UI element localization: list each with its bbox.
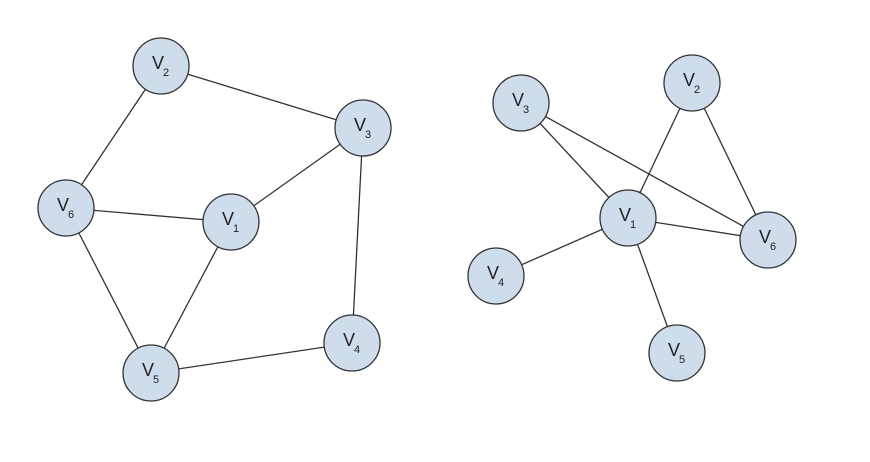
node-v5: V5 (122, 344, 180, 402)
node-circle (334, 99, 392, 157)
edge-v3-v6 (520, 102, 769, 241)
node-v4: V4 (323, 314, 381, 372)
node-v6: V6 (37, 179, 95, 237)
node-subscript: 4 (498, 277, 504, 289)
node-circle (37, 179, 95, 237)
node-subscript: 6 (770, 241, 776, 253)
node-label: V (683, 70, 695, 90)
node-circle (599, 189, 657, 247)
node-circle (132, 37, 190, 95)
node-label: V (222, 209, 234, 229)
node-label: V (57, 195, 69, 215)
node-v4: V4 (467, 247, 525, 305)
edge-v3-v4 (351, 127, 364, 344)
node-v5: V5 (648, 324, 706, 382)
node-circle (323, 314, 381, 372)
node-label: V (152, 53, 164, 73)
node-circle (492, 74, 550, 132)
node-label: V (487, 263, 499, 283)
node-v3: V3 (492, 74, 550, 132)
node-label: V (759, 227, 771, 247)
node-circle (663, 54, 721, 112)
node-v6: V6 (739, 211, 797, 269)
node-label: V (619, 205, 631, 225)
node-v1: V1 (599, 189, 657, 247)
node-label: V (668, 340, 680, 360)
node-circle (202, 193, 260, 251)
node-v3: V3 (334, 99, 392, 157)
edge-v2-v3 (160, 65, 364, 129)
node-label: V (343, 330, 355, 350)
edge-v5-v4 (150, 342, 353, 374)
node-subscript: 3 (365, 129, 371, 141)
node-label: V (354, 115, 366, 135)
node-v1: V1 (202, 193, 260, 251)
node-subscript: 5 (679, 354, 685, 366)
node-circle (739, 211, 797, 269)
node-circle (648, 324, 706, 382)
node-subscript: 6 (68, 209, 74, 221)
node-subscript: 2 (694, 84, 700, 96)
node-circle (467, 247, 525, 305)
node-subscript: 1 (233, 223, 239, 235)
node-subscript: 5 (153, 374, 159, 386)
edge-v6-v5 (65, 207, 152, 374)
node-subscript: 1 (630, 219, 636, 231)
node-subscript: 3 (523, 104, 529, 116)
node-label: V (512, 90, 524, 110)
node-subscript: 4 (354, 344, 360, 356)
node-circle (122, 344, 180, 402)
node-v2: V2 (663, 54, 721, 112)
node-label: V (142, 360, 154, 380)
node-v2: V2 (132, 37, 190, 95)
node-subscript: 2 (163, 67, 169, 79)
edge-v2-v6 (691, 82, 769, 241)
